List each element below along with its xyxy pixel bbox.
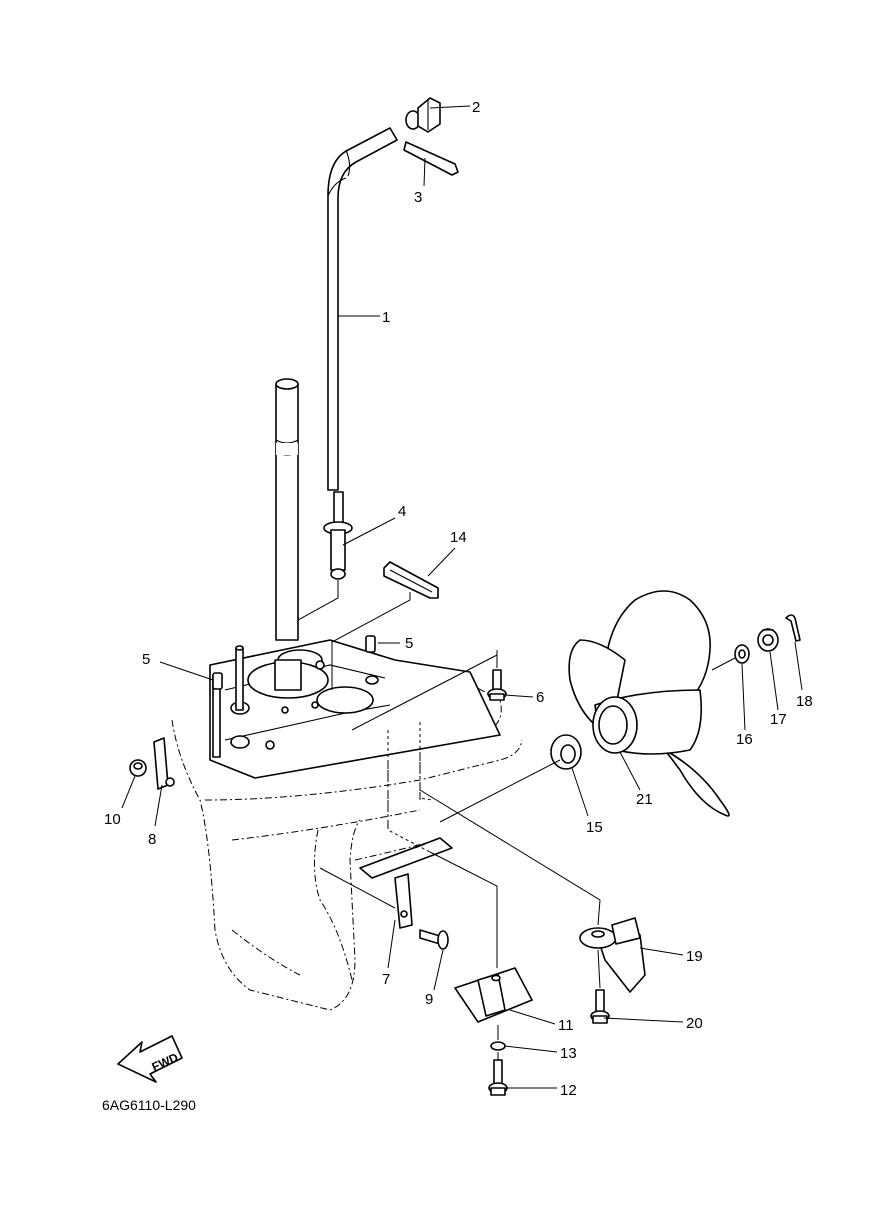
callout-3: 3 (414, 189, 422, 206)
callout-6: 6 (536, 689, 544, 706)
callout-7: 7 (382, 971, 390, 988)
callout-4: 4 (398, 503, 406, 520)
water-tube (327, 127, 398, 491)
propeller-part-21 (568, 590, 730, 817)
callout-5-right: 5 (405, 635, 413, 652)
propeller-shaft (359, 837, 453, 879)
anode-part-11 (454, 967, 533, 1023)
callout-12: 12 (560, 1082, 577, 1099)
trim-tab-part-19 (579, 917, 646, 993)
gearcase-top-plate (209, 639, 501, 779)
water-tube-seal-part-4 (323, 491, 353, 580)
callout-14: 14 (450, 529, 467, 546)
callout-19: 19 (686, 948, 703, 965)
bolt-part-12 (488, 1059, 508, 1096)
nut-part-17 (757, 628, 779, 652)
callout-20: 20 (686, 1015, 703, 1032)
plate-part-7 (394, 873, 413, 929)
bracket-part-14 (383, 561, 439, 599)
callout-16: 16 (736, 731, 753, 748)
forward-direction-arrow: FWD (117, 1035, 183, 1083)
callout-21: 21 (636, 791, 653, 808)
washer-part-13 (490, 1041, 506, 1051)
callout-9: 9 (425, 991, 433, 1008)
callout-5-left: 5 (142, 651, 150, 668)
bolt-part-20 (590, 989, 610, 1024)
callout-18: 18 (796, 693, 813, 710)
screw-part-9 (419, 929, 449, 950)
grommet-part-2 (405, 97, 441, 133)
leader-lines (121, 105, 803, 1089)
plate-part-8 (153, 737, 175, 790)
callout-17: 17 (770, 711, 787, 728)
callout-15: 15 (586, 819, 603, 836)
drive-shaft (275, 378, 299, 641)
callout-2: 2 (472, 99, 480, 116)
bolt-part-6 (487, 669, 507, 701)
callout-8: 8 (148, 831, 156, 848)
dowel-pins-part-5 (212, 635, 376, 690)
band-part-3 (403, 141, 459, 176)
callout-11: 11 (558, 1017, 574, 1034)
spacer-part-15 (550, 734, 582, 770)
callout-10: 10 (104, 811, 121, 828)
diagram-code: 6AG6110-L290 (102, 1097, 196, 1113)
callout-labels: 1 2 3 4 5 5 6 7 8 9 10 11 12 13 14 15 16… (104, 99, 813, 1099)
nut-part-10 (129, 759, 147, 777)
cotter-pin-part-18 (785, 614, 801, 642)
callout-13: 13 (560, 1045, 577, 1062)
washer-part-16 (734, 644, 750, 664)
callout-1: 1 (382, 309, 390, 326)
